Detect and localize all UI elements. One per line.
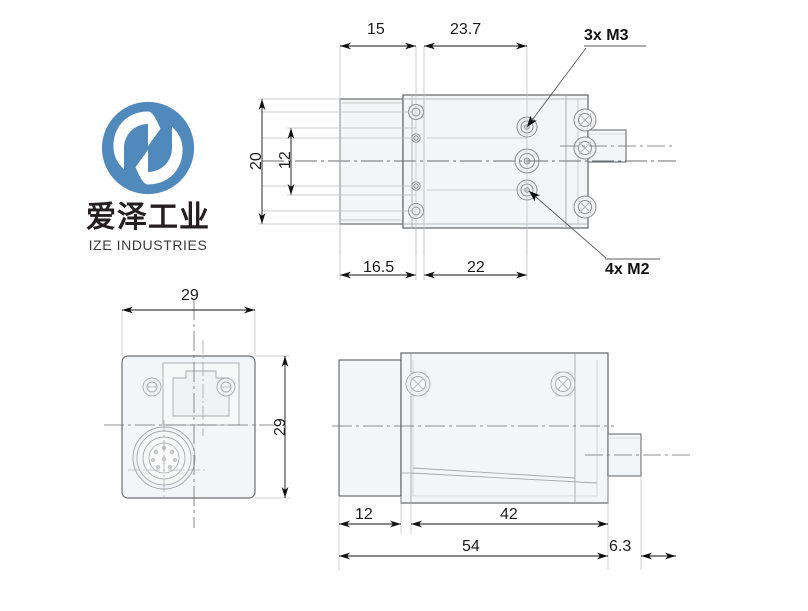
brand-name-en: IZE INDUSTRIES: [88, 236, 208, 253]
dim-mount-to-rear: 23.7: [450, 21, 482, 38]
brand-name-cn: 爱泽工业: [86, 200, 210, 235]
dim-rear-width: 29: [181, 287, 199, 304]
brand-block: 爱泽工业 IZE INDUSTRIES: [73, 100, 223, 253]
rj45-port-icon: [172, 370, 230, 417]
dim-lens-length: 12: [355, 506, 373, 523]
ize-swirl-logo-icon: [101, 101, 195, 195]
dim-width-inner: 12: [277, 151, 294, 169]
dim-side-body-length: 42: [500, 506, 518, 523]
dim-width-outer: 20: [248, 152, 265, 170]
dim-total-length: 54: [462, 538, 480, 555]
dim-body-length: 22: [467, 259, 485, 276]
callout-3x-m3: 3x M3: [584, 27, 629, 44]
dim-connector-length: 6.3: [609, 538, 632, 555]
dim-front-block-length: 16.5: [363, 259, 395, 276]
dim-rear-height: 29: [272, 418, 289, 436]
callout-4x-m2: 4x M2: [605, 261, 650, 278]
dim-lens-front-offset: 15: [367, 21, 385, 38]
rear-view-geometry: [104, 300, 290, 528]
top-view-geometry: [258, 42, 676, 280]
side-view-geometry: [332, 352, 690, 570]
